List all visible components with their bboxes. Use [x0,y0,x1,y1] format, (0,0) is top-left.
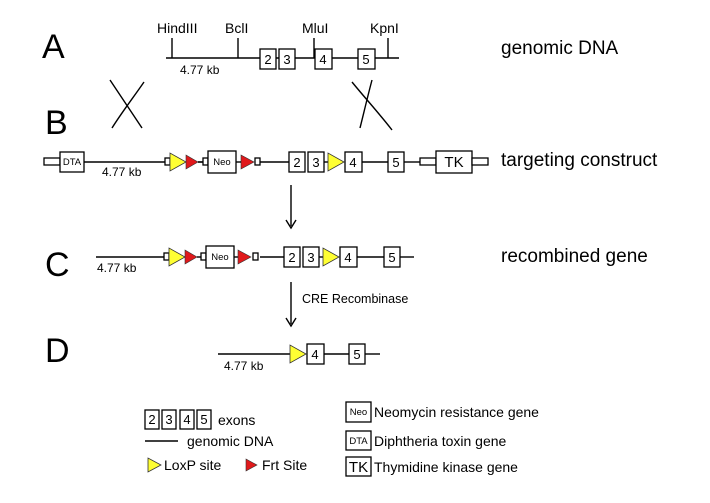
row-a-exon-3: 3 [278,48,296,70]
row-d-kb-label: 4.77 kb [224,359,264,373]
row-c-exon-4: 4 [339,246,358,268]
svg-text:Neo: Neo [350,407,367,418]
row-d-deleted-gene: 4 5 4.77 kb [218,343,380,373]
svg-text:Neo: Neo [211,252,228,263]
panel-label-b: B [45,104,68,142]
crossover-right [351,79,393,131]
row-b-targeting-construct: DTA 4.77 kb Neo 2 3 4 [43,150,489,179]
row-b-tk-box: TK [435,150,473,174]
row-d-exon-4: 4 [306,343,325,365]
row-b-kb-label: 4.77 kb [102,165,142,179]
legend-genomic-label: genomic DNA [187,433,274,449]
panel-label-c: C [45,246,70,284]
row-b-exon-3: 3 [307,151,325,173]
legend-frt-icon [245,458,258,472]
legend-loxp-label: LoxP site [164,457,222,473]
svg-text:2: 2 [148,412,155,427]
legend-tk-label: Thymidine kinase gene [374,459,518,475]
legend-exons-label: exons [218,412,255,428]
svg-text:Neo: Neo [213,157,230,168]
legend-loxp-icon [147,457,162,473]
svg-text:DTA: DTA [63,157,82,168]
mlui-label: MluI [302,20,328,36]
svg-text:5: 5 [392,155,399,170]
svg-text:3: 3 [307,250,314,265]
svg-text:4: 4 [311,347,318,362]
legend-frt-label: Frt Site [262,457,307,473]
svg-text:5: 5 [362,52,369,67]
svg-text:5: 5 [388,250,395,265]
row-d-loxp [289,344,307,364]
row-b-right-end-stub [471,157,489,166]
hindiii-label: HindIII [157,20,197,36]
row-b-frt-2 [240,154,255,170]
svg-text:3: 3 [312,155,319,170]
legend-neo-box: Neo [345,401,372,423]
legend-dta-box: DTA [345,430,372,451]
legend-dta-label: Diphtheria toxin gene [374,433,507,449]
row-a-kb-label: 4.77 kb [180,63,220,77]
row-a-label: genomic DNA [501,38,619,59]
panel-label-d: D [45,332,70,370]
svg-text:4: 4 [183,412,190,427]
row-b-left-end-stub [43,157,61,166]
row-b-frt-1 [185,154,199,170]
cre-recombinase-label: CRE Recombinase [302,292,408,306]
legend-neo-label: Neomycin resistance gene [374,404,539,420]
svg-text:4: 4 [319,52,326,67]
row-b-exon-2: 2 [288,151,306,173]
arrow-b-to-c [285,185,297,230]
row-b-exon-4: 4 [344,151,363,173]
row-b-exon-5: 5 [387,151,405,173]
row-b-label: targeting construct [501,150,658,171]
bcli-label: BclI [225,20,248,36]
row-c-exon-5: 5 [383,246,401,268]
svg-text:5: 5 [353,347,360,362]
legend-tk-box: TK [345,456,372,477]
legend: 2 3 4 5 exons genomic DNA LoxP site Frt … [144,401,539,477]
row-c-label: recombined gene [501,246,648,267]
row-b-loxp-1 [169,152,187,172]
row-c-loxp-2 [322,247,340,267]
row-a-genomic-dna: HindIII BclI MluI KpnI 4.77 kb 2 3 4 5 [157,20,399,77]
svg-text:TK: TK [444,154,463,171]
row-c-neo-box: Neo [205,245,235,269]
svg-text:3: 3 [165,412,172,427]
svg-text:2: 2 [264,52,271,67]
row-c-frt-1 [184,249,198,265]
row-b-loxp-2 [327,152,345,172]
row-a-exon-5: 5 [357,48,376,70]
row-c-frt-2 [237,249,252,265]
row-b-dta-box: DTA [59,151,85,173]
svg-text:3: 3 [283,52,290,67]
row-c-kb-label: 4.77 kb [97,261,137,275]
svg-text:4: 4 [344,250,351,265]
svg-text:TK: TK [349,459,368,476]
row-c-loxp-1 [168,247,186,267]
svg-text:2: 2 [288,250,295,265]
row-c-exon-3: 3 [302,246,320,268]
row-a-exon-2: 2 [259,48,277,70]
row-b-neo-box: Neo [207,150,237,174]
kpni-label: KpnI [370,20,399,36]
row-c-exon-2: 2 [283,246,301,268]
row-a-exon-4: 4 [314,48,333,70]
legend-exon-boxes: 2 3 4 5 [144,409,212,430]
row-d-exon-5: 5 [348,343,366,365]
svg-text:4: 4 [349,155,356,170]
crossover-left [109,79,145,129]
svg-text:5: 5 [200,412,207,427]
arrow-c-to-d [285,282,297,328]
svg-text:2: 2 [293,155,300,170]
panel-label-a: A [42,28,65,66]
svg-text:DTA: DTA [349,436,368,447]
row-c-recombined-gene: 4.77 kb Neo 2 3 4 5 [96,245,414,275]
